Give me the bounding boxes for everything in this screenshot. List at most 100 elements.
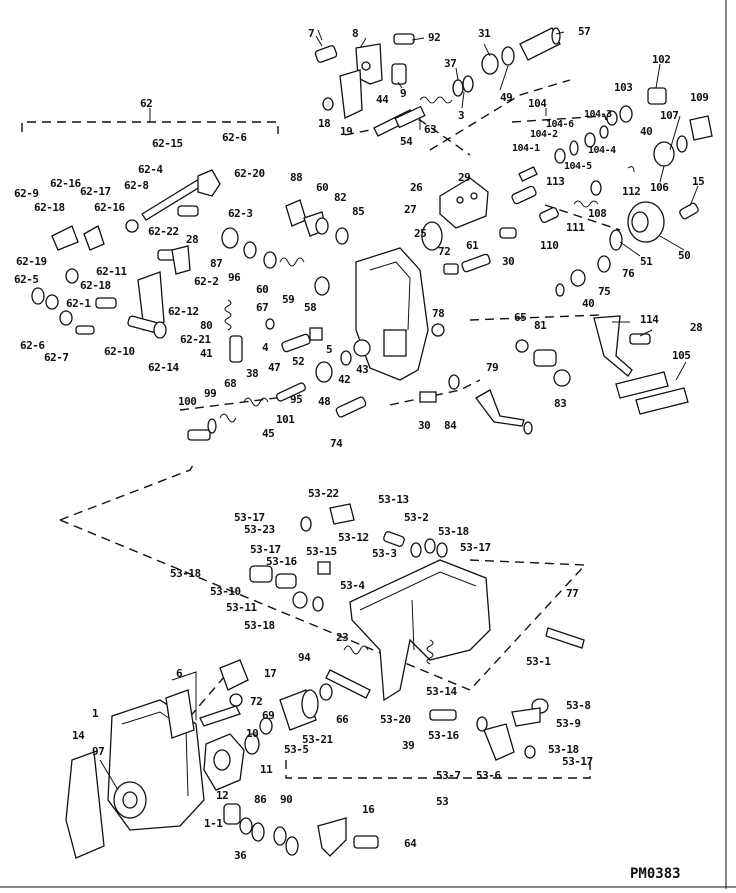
- label-99: 99: [204, 387, 217, 400]
- nut-102: [647, 87, 667, 105]
- part-104-2: [554, 148, 566, 164]
- label-27: 27: [404, 203, 417, 216]
- bolt-28a: [177, 205, 199, 217]
- label-9: 9: [400, 87, 407, 100]
- bolt-110: [539, 207, 559, 223]
- part-62-17: [51, 225, 79, 251]
- label-53-18a: 53-18: [438, 525, 469, 538]
- label-53-2: 53-2: [404, 511, 429, 524]
- label-62-6a: 62-6: [222, 131, 247, 144]
- label-77: 77: [566, 587, 579, 600]
- label-62-21: 62-21: [180, 333, 211, 346]
- label-51: 51: [640, 255, 653, 268]
- label-53-22: 53-22: [308, 487, 339, 500]
- drawing-code: PM0383: [630, 866, 681, 882]
- label-3: 3: [458, 109, 465, 122]
- part-94: [319, 683, 333, 701]
- label-57: 57: [578, 25, 591, 38]
- label-87: 87: [210, 257, 223, 270]
- label-14: 14: [72, 729, 85, 742]
- part-53-22: [329, 503, 355, 525]
- label-48: 48: [318, 395, 331, 408]
- label-114: 114: [640, 313, 659, 326]
- part-82: [315, 217, 329, 235]
- o-ring-51: [609, 229, 623, 251]
- label-66: 66: [336, 713, 349, 726]
- label-29: 29: [458, 171, 471, 184]
- cover-17: [219, 659, 249, 691]
- label-19: 19: [340, 125, 353, 138]
- label-90: 90: [280, 793, 293, 806]
- label-62-8: 62-8: [124, 179, 149, 192]
- label-4: 4: [262, 341, 269, 354]
- label-62-16a: 62-16: [50, 177, 81, 190]
- label-58: 58: [304, 301, 317, 314]
- label-83: 83: [554, 397, 567, 410]
- sleeve-57: [519, 27, 561, 61]
- label-104-1: 104-1: [512, 143, 540, 154]
- label-16: 16: [362, 803, 375, 816]
- label-80: 80: [200, 319, 213, 332]
- label-106: 106: [650, 181, 669, 194]
- label-53-1: 53-1: [526, 655, 551, 668]
- label-101: 101: [276, 413, 295, 426]
- guide-line-right: [469, 559, 587, 691]
- label-107: 107: [660, 109, 679, 122]
- label-53-11: 53-11: [226, 601, 257, 614]
- nut-76: [597, 255, 611, 273]
- cover-26: [439, 177, 489, 229]
- washer-60: [263, 251, 277, 269]
- nut-75: [570, 269, 586, 287]
- label-62-1: 62-1: [66, 297, 91, 310]
- label-47: 47: [268, 361, 281, 374]
- part-62-18a: [65, 268, 79, 284]
- label-81: 81: [534, 319, 547, 332]
- part-81: [533, 349, 557, 367]
- label-62-4: 62-4: [138, 163, 163, 176]
- label-60a: 60: [316, 181, 329, 194]
- part-53-11: [292, 591, 308, 609]
- label-38: 38: [246, 367, 259, 380]
- label-110: 110: [540, 239, 559, 252]
- label-64: 64: [404, 837, 417, 850]
- part-10: [244, 733, 260, 755]
- label-53-17b: 53-17: [250, 543, 281, 556]
- label-53-13: 53-13: [378, 493, 409, 506]
- part-1-1: [223, 803, 241, 825]
- label-59: 59: [282, 293, 295, 306]
- bolt-61: [461, 253, 491, 273]
- washer-53-2: [410, 542, 422, 558]
- label-40a: 40: [640, 125, 653, 138]
- label-18: 18: [318, 117, 331, 130]
- label-50: 50: [678, 249, 691, 262]
- washer-99: [207, 418, 217, 434]
- label-5: 5: [326, 343, 333, 356]
- washer-86: [251, 822, 265, 842]
- label-92: 92: [428, 31, 441, 44]
- group-53-bracket: [285, 760, 591, 779]
- label-68: 68: [224, 377, 237, 390]
- label-53-17c: 53-17: [460, 541, 491, 554]
- label-94: 94: [298, 651, 311, 664]
- label-26: 26: [410, 181, 423, 194]
- bolt-100: [187, 429, 211, 441]
- leader-lines: [149, 31, 699, 381]
- label-28b: 28: [690, 321, 703, 334]
- guide-line-50: [544, 204, 621, 231]
- label-62-16b: 62-16: [94, 201, 125, 214]
- part-52: [309, 327, 323, 341]
- washer-103: [619, 105, 633, 123]
- label-62-5: 62-5: [14, 273, 39, 286]
- label-12: 12: [216, 789, 229, 802]
- pin-77: [545, 627, 585, 649]
- label-53-20: 53-20: [380, 713, 411, 726]
- washer-53-16b: [476, 716, 488, 732]
- bolt-53-13: [383, 531, 405, 547]
- part-72: [443, 263, 459, 275]
- screw-92: [393, 33, 415, 45]
- label-30b: 30: [418, 419, 431, 432]
- spring-38: [243, 397, 269, 407]
- label-103: 103: [614, 81, 633, 94]
- label-53-16b: 53-16: [428, 729, 459, 742]
